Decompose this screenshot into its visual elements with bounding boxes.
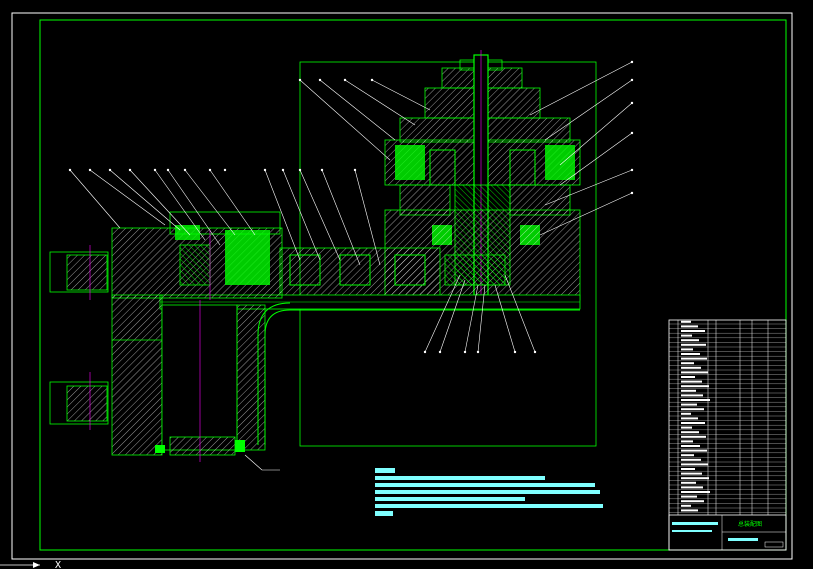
parts-list-cell-mark bbox=[681, 495, 697, 498]
title-block-name: 总装配图 bbox=[738, 520, 762, 528]
parts-list-cell-mark bbox=[681, 504, 691, 507]
parts-list-cell-mark bbox=[681, 394, 703, 397]
parts-list-cell-mark bbox=[681, 353, 700, 355]
parts-list-cell-mark bbox=[681, 486, 703, 489]
gear-housing bbox=[159, 209, 581, 310]
parts-list-cell-mark bbox=[681, 440, 693, 443]
balloon-dots bbox=[68, 60, 634, 354]
parts-list-cell-mark bbox=[681, 376, 695, 378]
parts-list-cell-mark bbox=[681, 348, 693, 351]
parts-list-cell-mark bbox=[681, 403, 697, 406]
ucs-axis-icon: X bbox=[0, 560, 61, 569]
axis-marker-label: X bbox=[55, 560, 61, 569]
parts-list-cell-mark bbox=[681, 481, 696, 484]
parts-list-cell-mark bbox=[681, 463, 708, 466]
parts-list-cell-mark bbox=[681, 399, 710, 401]
parts-list-cell-mark bbox=[681, 454, 694, 457]
parts-list-cell-mark bbox=[681, 468, 695, 470]
parts-list-cell-mark bbox=[681, 458, 701, 461]
parts-list-table: 总装配图 bbox=[668, 319, 787, 551]
parts-list-cell-mark bbox=[681, 477, 709, 480]
parts-list-cell-mark bbox=[681, 412, 691, 415]
parts-list-cell-mark bbox=[681, 320, 691, 323]
parts-list-cell-mark bbox=[681, 385, 709, 388]
parts-list-cell-mark bbox=[681, 472, 702, 475]
parts-list-cell-mark bbox=[681, 408, 704, 411]
lower-column bbox=[111, 294, 580, 462]
parts-list-cell-mark bbox=[681, 343, 706, 346]
parts-list-cell-mark bbox=[681, 435, 706, 438]
parts-list-cell-mark bbox=[681, 339, 699, 342]
parts-list-cell-mark bbox=[681, 509, 698, 512]
leader-lines bbox=[69, 61, 633, 471]
parts-list-cell-mark bbox=[681, 445, 700, 447]
technical-notes bbox=[375, 468, 603, 516]
parts-list-cell-mark bbox=[681, 371, 708, 374]
parts-list-cell-mark bbox=[681, 449, 707, 452]
parts-list-cell-mark bbox=[681, 426, 692, 429]
parts-list-cell-mark bbox=[681, 334, 692, 337]
parts-list-cell-mark bbox=[681, 500, 704, 503]
parts-list-cell-mark bbox=[681, 417, 698, 420]
parts-list-cell-mark bbox=[681, 366, 701, 369]
parts-list-cell-mark bbox=[681, 330, 705, 332]
parts-list-cell-mark bbox=[681, 362, 694, 365]
parts-list-cell-mark bbox=[681, 389, 696, 392]
left-shaft-ends bbox=[49, 245, 109, 430]
parts-list-cell-mark bbox=[681, 357, 707, 360]
inner-frame bbox=[39, 19, 787, 551]
left-gear-unit bbox=[111, 211, 283, 300]
parts-list-cell-mark bbox=[681, 431, 699, 434]
outer-frame bbox=[11, 12, 793, 560]
parts-list-cell-mark bbox=[681, 325, 698, 328]
parts-list-cell-mark bbox=[681, 491, 710, 493]
parts-list-cell-mark bbox=[681, 422, 705, 424]
parts-list-cell-mark bbox=[681, 380, 702, 383]
